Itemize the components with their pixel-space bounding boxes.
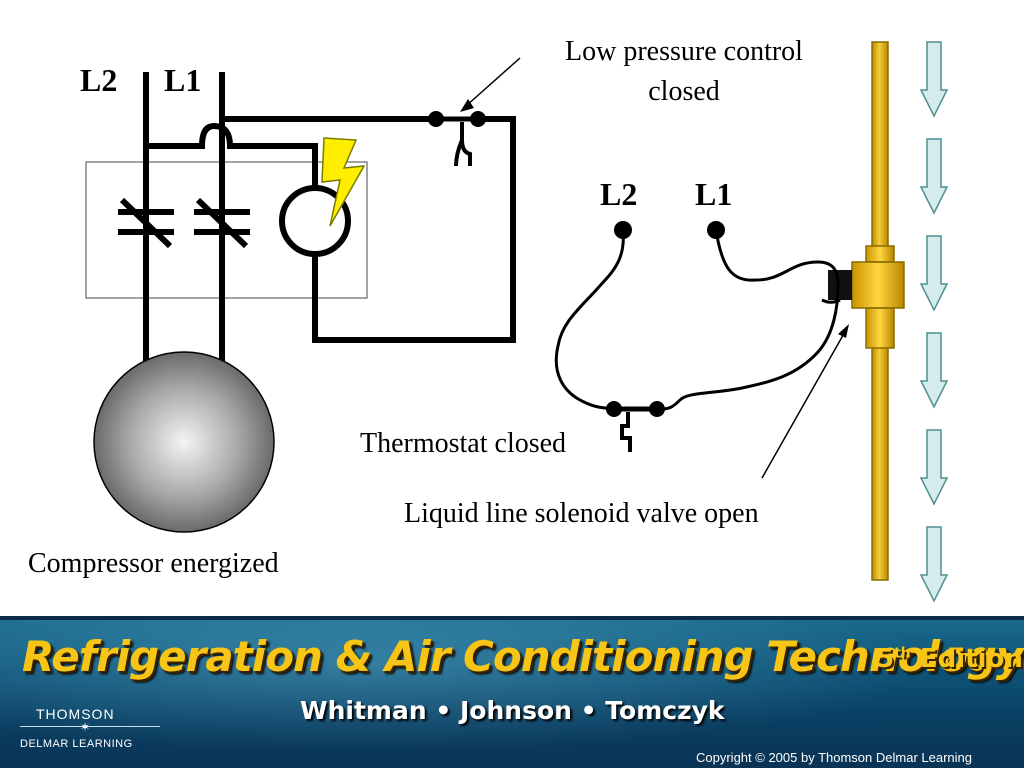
footer-banner: Refrigeration & Air Conditioning Technol… [0, 616, 1024, 768]
banner-edition: 5th Edition [876, 644, 1023, 674]
publisher-star-icon: ✶ [80, 720, 91, 734]
flow-arrow-down-icon [919, 429, 949, 506]
return-wire [312, 116, 516, 343]
solenoid-wire-l1 [656, 229, 840, 412]
banner-authors: Whitman • Johnson • Tomczyk [300, 696, 725, 725]
flow-arrow-down-icon [919, 332, 949, 409]
publisher-imprint: DELMAR LEARNING [20, 738, 133, 750]
pointer-arrowhead-solenoid [838, 324, 849, 338]
banner-glow [0, 616, 1024, 768]
left-l1-label: L1 [164, 62, 202, 98]
solenoid-wire-l2 [554, 229, 625, 411]
pointer-line [465, 57, 521, 107]
publisher-divider [20, 726, 160, 727]
edition-word: Edition [919, 644, 1023, 674]
banner-title: Refrigeration & Air Conditioning Technol… [22, 632, 1023, 681]
coil-supply-wire [146, 122, 318, 188]
flow-arrow-down-icon [919, 235, 949, 312]
flow-arrow-down-icon [919, 526, 949, 603]
edition-number: 5 [876, 644, 895, 674]
pointer-line-solenoid [761, 329, 847, 479]
solenoid-valve [828, 245, 905, 349]
contactor-coil [279, 185, 351, 257]
copyright-text: Copyright © 2005 by Thomson Delmar Learn… [696, 750, 972, 765]
right-l1-label: L1 [695, 176, 733, 212]
thermostat-switch [606, 401, 665, 452]
solenoid-label: Liquid line solenoid valve open [404, 498, 759, 529]
low-pressure-label-line2: closed [648, 76, 720, 107]
thermostat-label: Thermostat closed [360, 428, 567, 459]
pointer-arrowhead [460, 99, 474, 112]
contactor-contact-l1 [194, 197, 250, 249]
banner-topline [0, 616, 1024, 620]
solenoid-lead [821, 298, 841, 304]
wiring-diagram [85, 41, 949, 603]
compressor [93, 351, 275, 533]
left-l2-label: L2 [80, 62, 118, 98]
low-pressure-switch [428, 111, 486, 167]
flow-arrow-down-icon [919, 138, 949, 215]
edition-suffix: th [894, 645, 911, 662]
contactor-box [85, 161, 368, 299]
lightning-icon [321, 137, 366, 227]
right-l2-label: L2 [600, 176, 638, 212]
publisher-name: THOMSON [36, 706, 115, 722]
low-pressure-label-line1: Low pressure control [565, 36, 803, 67]
compressor-label: Compressor energized [28, 548, 279, 579]
flow-arrows [919, 41, 949, 603]
flow-arrow-down-icon [919, 41, 949, 118]
contactor-contact-l2 [118, 197, 174, 249]
